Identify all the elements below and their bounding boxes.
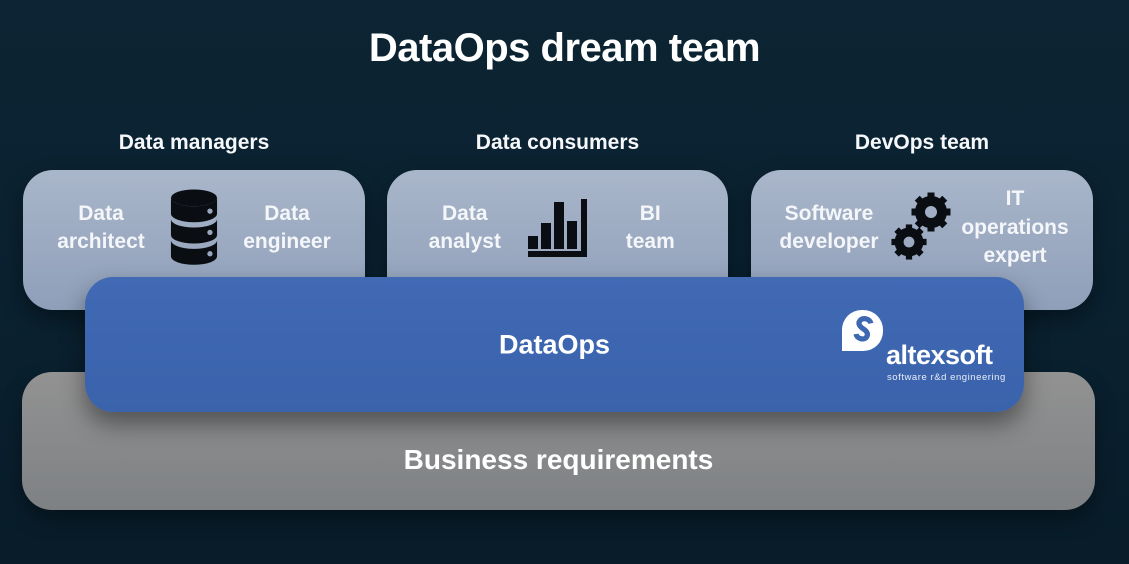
- role-it-operations-expert: IT operations expert: [961, 187, 1069, 268]
- team-row: Data architect Data enginee: [23, 170, 365, 310]
- role-data-engineer: Data engineer: [243, 201, 331, 253]
- team-label-data-consumers: Data consumers: [475, 131, 640, 154]
- altexsoft-logo-name: altexsoft: [886, 340, 993, 370]
- role-software-developer: Software developer: [779, 201, 879, 253]
- altexsoft-logo-mark-icon: [842, 310, 883, 351]
- team-label-devops-team: DevOps team: [854, 131, 990, 154]
- bar-chart-icon: [521, 196, 595, 260]
- dataops-band-label: DataOps: [498, 329, 611, 359]
- role-data-architect: Data architect: [57, 201, 145, 253]
- altexsoft-logo-tagline: software r&d engineering: [887, 372, 1006, 383]
- gears-icon: [885, 192, 959, 264]
- database-icon: [157, 189, 231, 267]
- page-title: DataOps dream team: [368, 26, 761, 70]
- team-label-data-managers: Data managers: [118, 131, 270, 154]
- altexsoft-logo: altexsoft software r&d engineering: [842, 310, 1005, 390]
- role-bi-team: BI team: [625, 201, 675, 253]
- role-data-analyst: Data analyst: [428, 201, 501, 253]
- team-row: Software developer: [751, 170, 1093, 310]
- business-requirements-label: Business requirements: [403, 444, 714, 475]
- team-row: Data analyst BI team: [387, 170, 728, 310]
- dataops-band: DataOps altexsoft software r&d engineeri…: [85, 277, 1024, 412]
